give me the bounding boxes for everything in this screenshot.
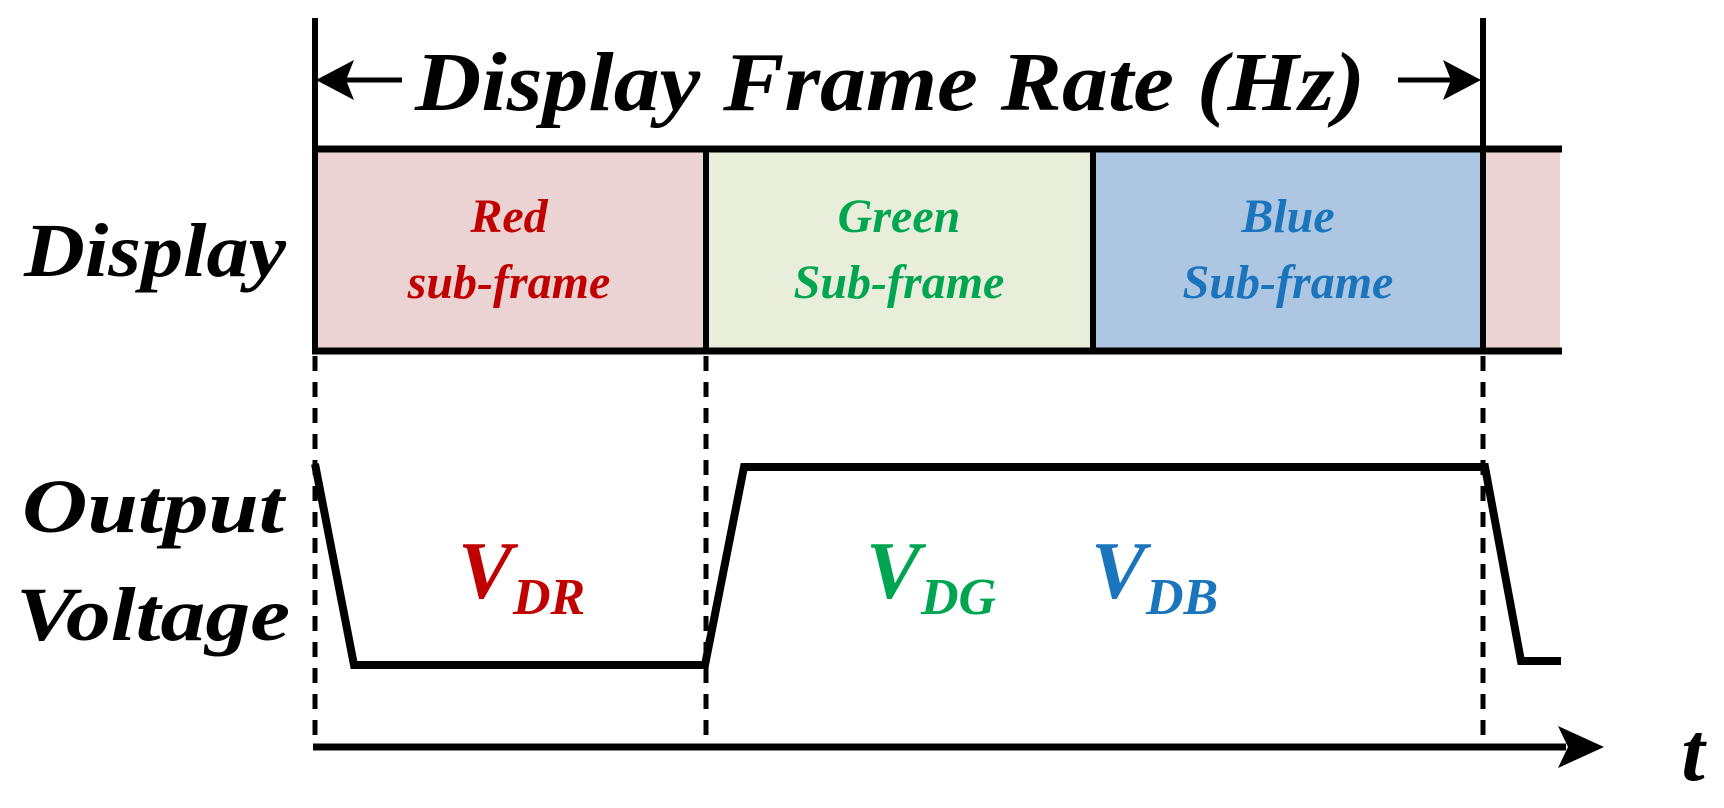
voltage-vdb-base: V	[1091, 525, 1152, 616]
display-row-label: Display	[23, 209, 286, 293]
green-subframe-label-line1: Green	[838, 190, 961, 243]
blue-subframe-cell	[1093, 152, 1483, 348]
display-band: Red sub-frame Green Sub-frame Blue Sub-f…	[312, 145, 1562, 355]
voltage-vdg-subscript: DG	[920, 569, 996, 626]
output-voltage-waveform	[311, 463, 1561, 669]
time-axis: t	[313, 706, 1707, 799]
frame-rate-span: Display Frame Rate (Hz)	[316, 36, 1481, 129]
blue-subframe-label-line1: Blue	[1240, 190, 1334, 243]
next-red-subframe-partial-cell	[1483, 152, 1560, 348]
time-axis-label: t	[1681, 706, 1707, 799]
voltage-vdr-base: V	[458, 525, 519, 616]
blue-subframe-label-line2: Sub-frame	[1183, 256, 1394, 309]
left-arrowhead-icon	[316, 60, 354, 100]
voltage-vdg-base: V	[866, 525, 927, 616]
green-subframe-cell	[706, 152, 1093, 348]
green-subframe-label-line2: Sub-frame	[794, 256, 1005, 309]
output-voltage-row-label: Output Voltage	[16, 465, 290, 657]
diagram-title: Display Frame Rate (Hz)	[414, 36, 1365, 129]
voltage-labels: V DR V DG V DB	[458, 525, 1218, 626]
time-axis-arrowhead-icon	[1558, 726, 1604, 768]
output-label-line2: Voltage	[16, 573, 290, 657]
red-subframe-cell	[315, 152, 706, 348]
red-subframe-label-line1: Red	[469, 190, 548, 243]
voltage-vdb-subscript: DB	[1145, 569, 1218, 626]
dashed-guides	[312, 356, 1486, 744]
output-label-line1: Output	[22, 465, 287, 549]
right-arrowhead-icon	[1443, 60, 1481, 100]
voltage-vdr-subscript: DR	[512, 569, 585, 626]
red-subframe-label-line2: sub-frame	[407, 256, 611, 309]
